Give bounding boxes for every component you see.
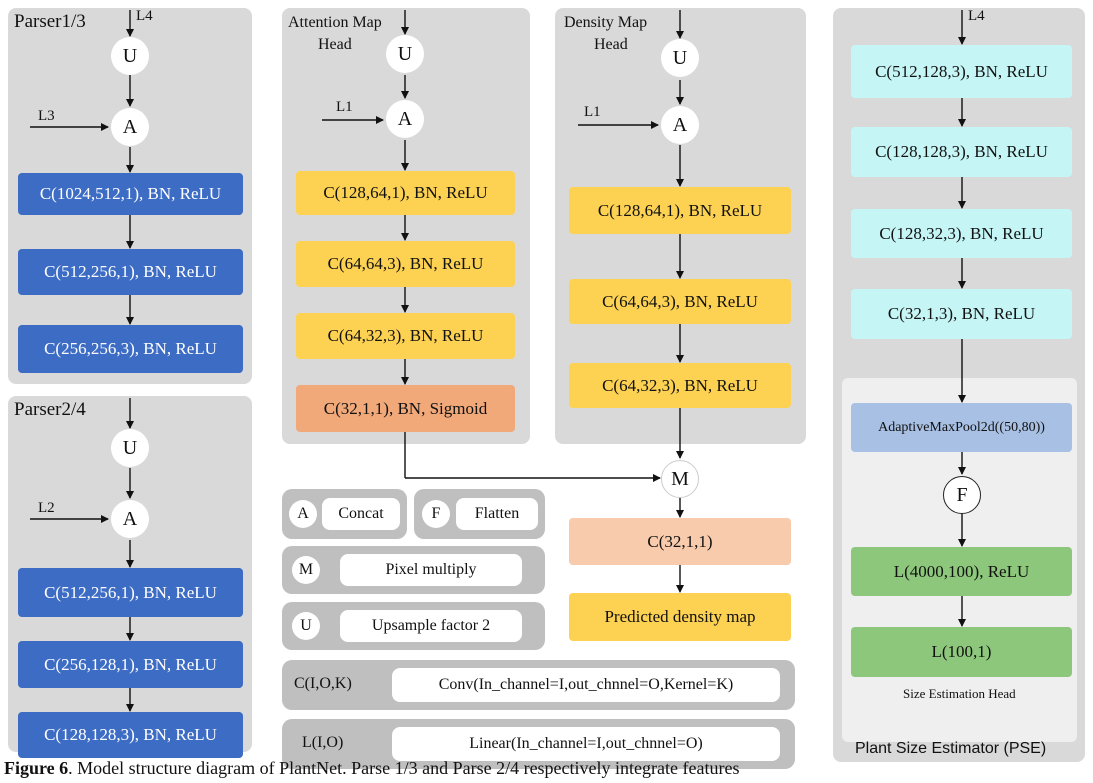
attention-sigmoid-block: C(32,1,1), BN, Sigmoid: [296, 385, 515, 432]
legend-multiply: M Pixel multiply: [282, 546, 545, 594]
parser24-upsample-node: U: [111, 429, 149, 467]
legend-linear-key: L(I,O): [302, 734, 344, 751]
merge-conv-block: C(32,1,1): [569, 518, 791, 565]
density-head-title-line2: Head: [594, 36, 628, 53]
parser13-block-1: C(1024,512,1), BN, ReLU: [18, 173, 243, 215]
parser13-side-label: L3: [38, 108, 55, 124]
density-block-2: C(64,64,3), BN, ReLU: [569, 279, 791, 324]
pse-flatten-node: F: [943, 476, 981, 514]
attention-head-title: Attention Map Head: [288, 12, 382, 56]
attention-upsample-node: U: [386, 35, 424, 73]
parser24-side-label: L2: [38, 500, 55, 516]
parser13-title: Parser1/3: [14, 11, 86, 32]
legend-concat-key: A: [289, 500, 317, 528]
density-head-title: Density Map Head: [564, 12, 647, 56]
attention-concat-node: A: [386, 100, 424, 138]
parser24-concat-node: A: [111, 500, 149, 538]
parser13-concat-node: A: [111, 108, 149, 146]
caption-text: . Model structure diagram of PlantNet. P…: [68, 758, 740, 778]
legend-multiply-key: M: [292, 556, 320, 584]
legend-flatten-label: Flatten: [456, 498, 538, 530]
pse-block-4: C(32,1,3), BN, ReLU: [851, 289, 1072, 339]
legend-flatten-key: F: [422, 500, 450, 528]
pse-pool-block: AdaptiveMaxPool2d((50,80)): [851, 403, 1072, 452]
legend-concat-label: Concat: [322, 498, 400, 530]
parser13-upsample-node: U: [111, 37, 149, 75]
legend-upsample: U Upsample factor 2: [282, 602, 545, 650]
legend-linear: L(I,O) Linear(In_channel=I,out_chnnel=O): [282, 719, 795, 769]
legend-multiply-label: Pixel multiply: [340, 554, 522, 586]
pixel-multiply-node: M: [661, 460, 699, 498]
pse-linear-1: L(4000,100), ReLU: [851, 547, 1072, 596]
parser24-block-3: C(128,128,3), BN, ReLU: [18, 712, 243, 758]
legend-linear-label: Linear(In_channel=I,out_chnnel=O): [392, 727, 780, 761]
legend-upsample-key: U: [292, 612, 320, 640]
legend-conv-label: Conv(In_channel=I,out_chnnel=O,Kernel=K): [392, 668, 780, 702]
pse-block-2: C(128,128,3), BN, ReLU: [851, 127, 1072, 177]
parser13-input-label: L4: [136, 8, 153, 24]
density-concat-node: A: [661, 106, 699, 144]
density-head-title-line1: Density Map: [564, 14, 648, 31]
density-block-3: C(64,32,3), BN, ReLU: [569, 363, 791, 408]
legend-conv-key: C(I,O,K): [294, 675, 352, 692]
figure-caption: Figure 6. Model structure diagram of Pla…: [4, 758, 739, 779]
parser13-block-3: C(256,256,3), BN, ReLU: [18, 325, 243, 373]
legend-concat: A Concat: [282, 489, 407, 539]
density-side-label: L1: [584, 104, 601, 120]
caption-figure-number: Figure 6: [4, 758, 69, 778]
pse-title: Plant Size Estimator (PSE): [855, 740, 1047, 757]
parser24-block-1: C(512,256,1), BN, ReLU: [18, 568, 243, 617]
legend-conv: C(I,O,K) Conv(In_channel=I,out_chnnel=O,…: [282, 660, 795, 710]
density-upsample-node: U: [661, 39, 699, 77]
pse-input-label: L4: [968, 8, 985, 24]
parser24-title: Parser2/4: [14, 399, 86, 420]
predicted-density-map-block: Predicted density map: [569, 593, 791, 641]
attention-side-label: L1: [336, 99, 353, 115]
attention-head-title-line2: Head: [318, 36, 352, 53]
attention-block-2: C(64,64,3), BN, ReLU: [296, 241, 515, 287]
pse-linear-2: L(100,1): [851, 627, 1072, 677]
pse-block-3: C(128,32,3), BN, ReLU: [851, 209, 1072, 258]
parser13-block-2: C(512,256,1), BN, ReLU: [18, 249, 243, 295]
parser24-block-2: C(256,128,1), BN, ReLU: [18, 641, 243, 688]
attention-head-title-line1: Attention Map: [288, 14, 382, 31]
attention-block-1: C(128,64,1), BN, ReLU: [296, 171, 515, 215]
legend-upsample-label: Upsample factor 2: [340, 610, 522, 642]
size-estimation-head-title: Size Estimation Head: [903, 686, 1016, 701]
density-block-1: C(128,64,1), BN, ReLU: [569, 187, 791, 234]
attention-head-panel: [282, 8, 530, 444]
pse-block-1: C(512,128,3), BN, ReLU: [851, 45, 1072, 98]
legend-flatten: F Flatten: [414, 489, 545, 539]
attention-block-3: C(64,32,3), BN, ReLU: [296, 313, 515, 359]
